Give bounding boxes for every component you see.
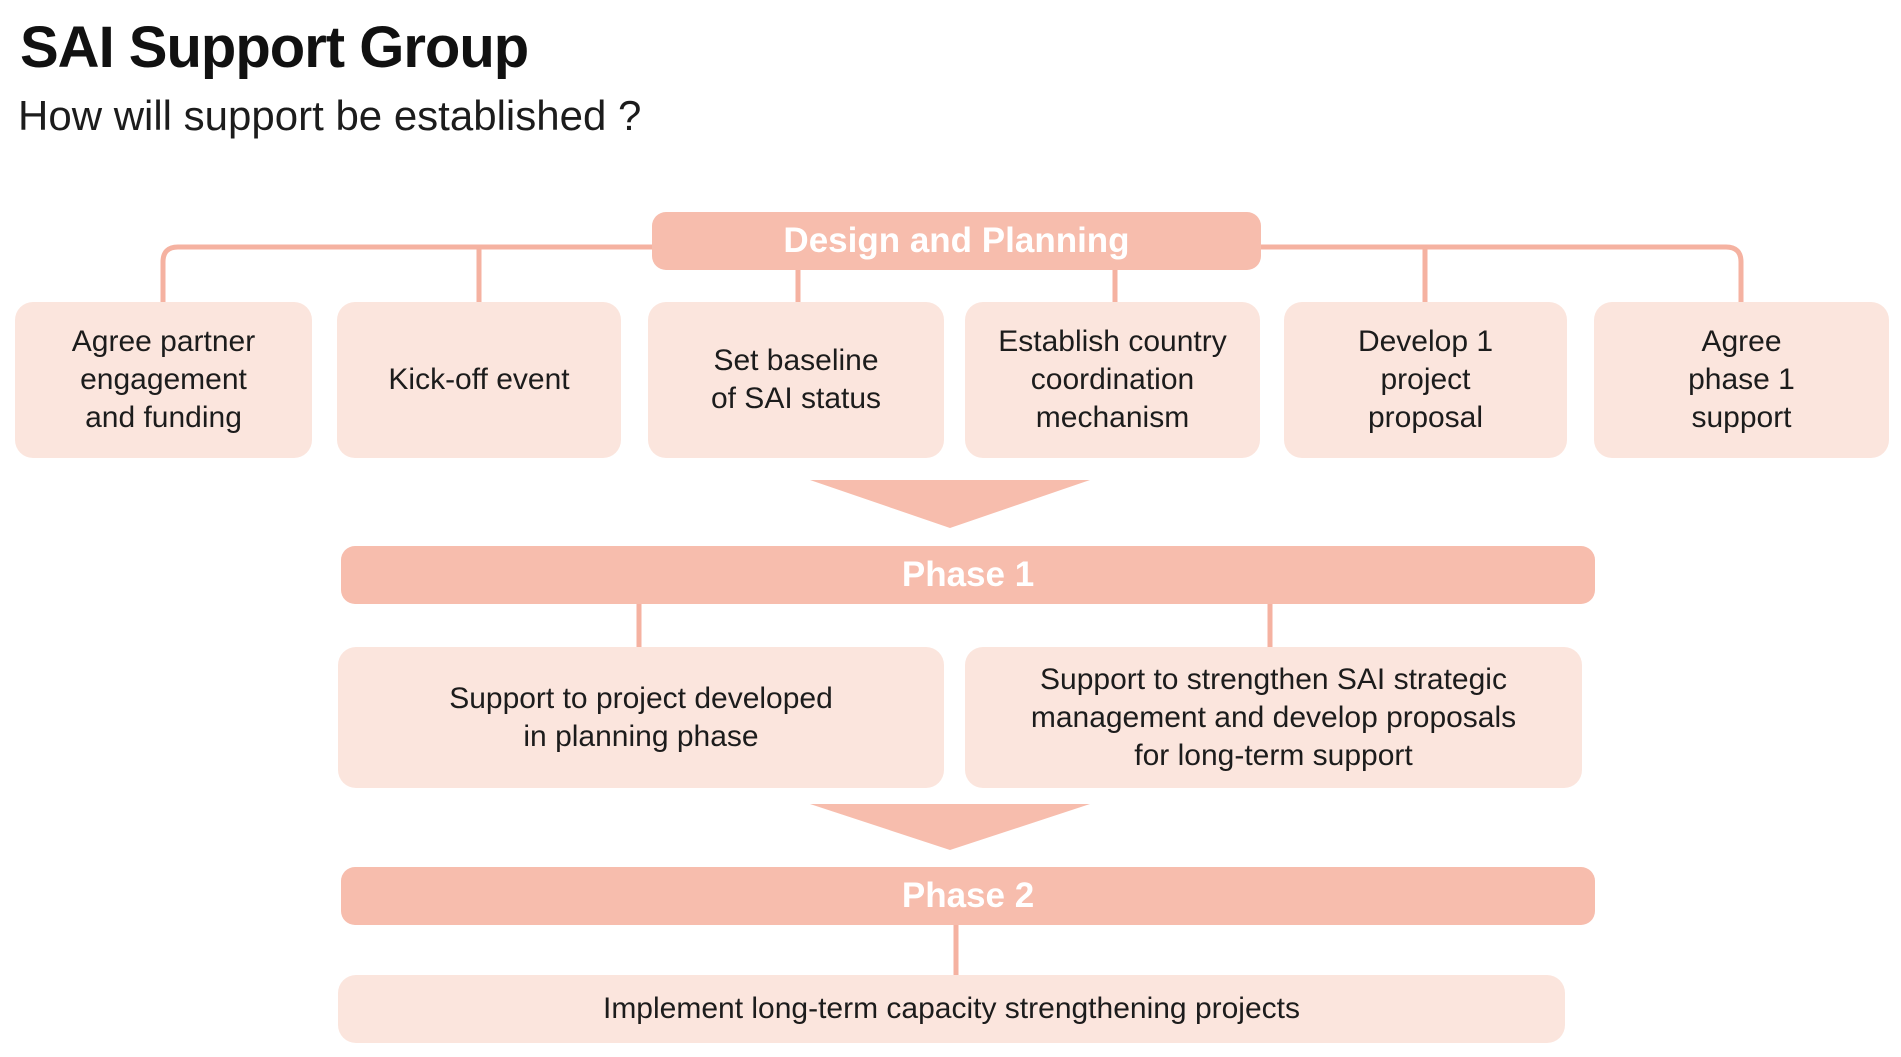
phase1-item-project-support: Support to project developed in planning…: [338, 647, 944, 788]
phase2-item-implement-projects: Implement long-term capacity strengtheni…: [338, 975, 1565, 1043]
connector-left-branch: [160, 244, 652, 302]
step-kick-off-event: Kick-off event: [337, 302, 621, 458]
step-agree-partner-engagement: Agree partner engagement and funding: [15, 302, 312, 458]
step-establish-coordination: Establish country coordination mechanism: [965, 302, 1260, 458]
connector-right-branch: [1261, 244, 1744, 302]
page-subtitle: How will support be established ?: [18, 92, 642, 139]
step-develop-proposal: Develop 1 project proposal: [1284, 302, 1567, 458]
header-phase-1: Phase 1: [341, 546, 1595, 604]
page-title: SAI Support Group: [20, 15, 529, 80]
down-arrow-icon: [810, 804, 1090, 850]
phase1-item-strategic-management: Support to strengthen SAI strategic mana…: [965, 647, 1582, 788]
step-agree-phase1-support: Agree phase 1 support: [1594, 302, 1889, 458]
header-phase-2: Phase 2: [341, 867, 1595, 925]
step-set-baseline: Set baseline of SAI status: [648, 302, 944, 458]
header-design-and-planning: Design and Planning: [652, 212, 1261, 270]
down-arrow-icon: [810, 480, 1090, 528]
